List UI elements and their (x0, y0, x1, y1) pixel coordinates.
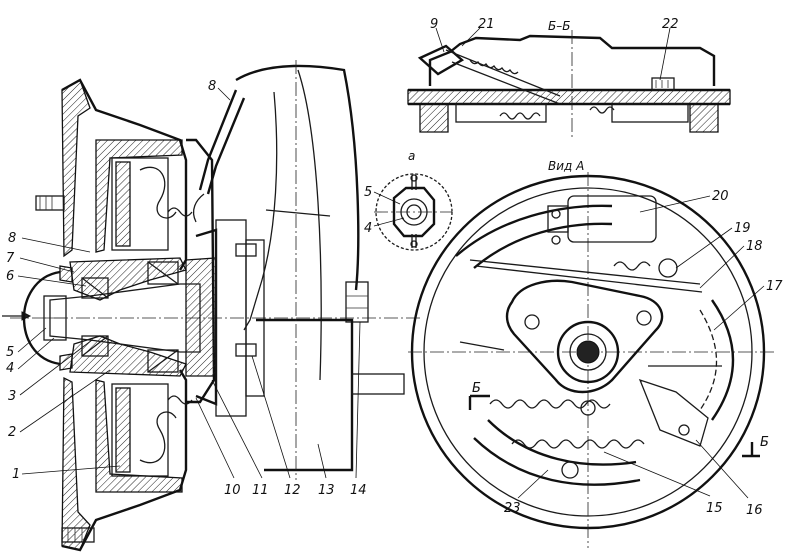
callout-23: 23 (504, 501, 521, 516)
section-b-b (407, 30, 731, 140)
cut-label-left: Б (472, 381, 481, 396)
wheel-cylinder (547, 195, 657, 245)
callout-22: 22 (662, 17, 679, 32)
detail-callout-5: 5 (364, 185, 372, 200)
callout-9-cable: 9 (430, 17, 438, 32)
callout-12: 12 (284, 483, 301, 498)
callout-8-cable: 8 (208, 79, 216, 94)
callout-18: 18 (746, 239, 763, 254)
flange-bolt-bottom (235, 343, 257, 357)
detail-a-nut (374, 173, 453, 251)
callout-8: 8 (8, 231, 16, 246)
cut-marker-right (742, 442, 760, 458)
callout-13: 13 (318, 483, 335, 498)
callout-16: 16 (746, 503, 763, 518)
callout-20: 20 (712, 189, 729, 204)
hub-cap (22, 265, 73, 371)
wheel-stud-top (35, 195, 65, 211)
callout-labels: 1 2 3 4 5 6 7 8 8 10 11 12 13 14 9 21 Б–… (6, 17, 783, 518)
callout-5: 5 (6, 345, 14, 360)
callout-4: 4 (6, 361, 14, 376)
cut-label-right: Б (760, 435, 769, 450)
callout-2: 2 (8, 425, 16, 440)
callout-10: 10 (224, 483, 241, 498)
callout-3: 3 (8, 389, 16, 404)
hub-nut (43, 295, 67, 341)
callout-11: 11 (252, 483, 269, 498)
wheel-stud-bottom (61, 527, 95, 543)
view-a-brake-assembly (408, 172, 774, 548)
section-b-b-title: Б–Б (548, 19, 570, 33)
flange-bolt-top (235, 243, 257, 257)
callout-17: 17 (766, 279, 783, 294)
view-a-title: Вид А (548, 159, 584, 173)
hub-drum-section (2, 60, 420, 552)
detail-callout-4: 4 (364, 221, 372, 236)
callout-1: 1 (12, 467, 20, 482)
detail-a-title: а (408, 149, 415, 163)
callout-15: 15 (706, 501, 723, 516)
cut-marker-left (468, 394, 490, 410)
view-arrow-icon (2, 311, 32, 321)
callout-19: 19 (734, 221, 751, 236)
callout-7: 7 (6, 251, 15, 266)
callout-21: 21 (478, 17, 495, 32)
leader-lines (17, 27, 765, 499)
callout-14: 14 (350, 483, 367, 498)
callout-6: 6 (6, 269, 14, 284)
